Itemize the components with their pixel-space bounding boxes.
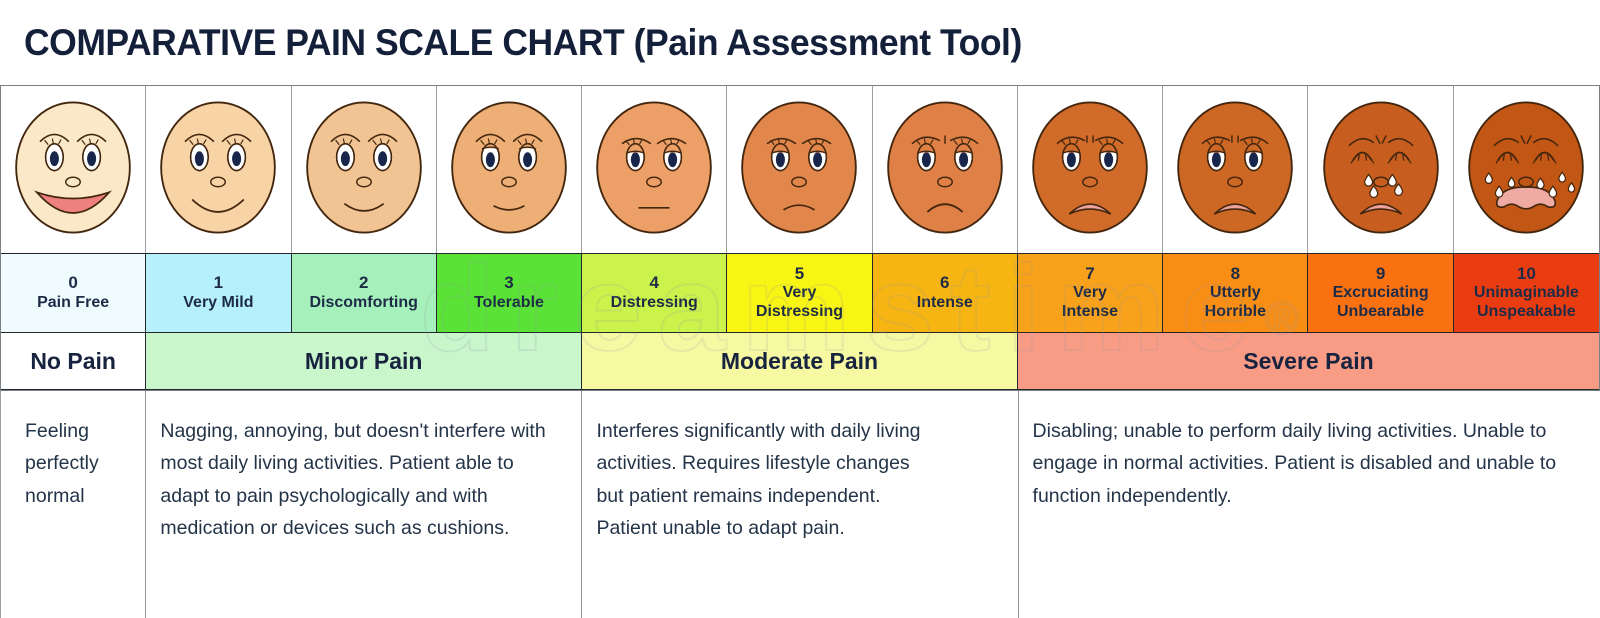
category-cell-severe-pain: Severe Pain [1017, 333, 1599, 389]
page-title: COMPARATIVE PAIN SCALE CHART (Pain Asses… [24, 21, 1022, 63]
face-neutral-icon [592, 97, 716, 243]
level-label: Unimaginable Unspeakable [1473, 284, 1579, 321]
level-label: Very Mild [183, 293, 254, 311]
face-cell-6 [873, 86, 1018, 253]
face-wailing-icon [1464, 97, 1588, 243]
category-label: Severe Pain [1243, 347, 1374, 374]
face-soft-smile-icon [302, 97, 426, 243]
level-label: Excruciating Unbearable [1332, 284, 1429, 321]
level-number: 6 [940, 273, 950, 293]
level-number: 1 [213, 273, 224, 293]
description-text: Disabling; unable to perform daily livin… [1032, 420, 1557, 507]
category-cell-no-pain: No Pain [1, 333, 147, 389]
face-cell-8 [1163, 86, 1309, 253]
level-label: Discomforting [309, 293, 418, 311]
category-label: Minor Pain [304, 347, 423, 374]
category-cell-moderate-pain: Moderate Pain [582, 333, 1018, 389]
level-number: 4 [649, 273, 659, 293]
face-cell-9 [1308, 86, 1454, 253]
face-big-smile-icon [11, 97, 135, 243]
face-cell-2 [292, 86, 437, 253]
level-label: Very Distressing [755, 284, 844, 321]
level-number: 5 [794, 263, 805, 283]
level-number: 7 [1085, 263, 1095, 283]
category-label: Moderate Pain [720, 347, 879, 374]
level-number: 0 [68, 273, 78, 293]
face-cell-4 [582, 86, 728, 253]
description-row: Feeling perfectly normal Nagging, annoyin… [0, 391, 1600, 618]
face-open-frown-icon [1173, 97, 1297, 243]
faces-row [1, 86, 1599, 253]
face-cell-3 [437, 86, 583, 253]
face-content-icon [447, 97, 571, 243]
description-cell-1: Nagging, annoying, but doesn't interfere… [146, 391, 583, 618]
level-number: 9 [1375, 263, 1386, 283]
header: COMPARATIVE PAIN SCALE CHART (Pain Asses… [0, 0, 1600, 85]
face-cell-0 [1, 86, 147, 253]
description-text: Feeling perfectly normal [25, 420, 99, 507]
face-cell-10 [1454, 86, 1599, 253]
face-slight-frown-icon [737, 97, 861, 243]
face-cell-1 [146, 86, 292, 253]
face-cell-5 [727, 86, 873, 253]
category-cell-minor-pain: Minor Pain [146, 333, 583, 389]
description-text: Nagging, annoying, but doesn't interfere… [160, 420, 546, 540]
description-cell-0: Feeling perfectly normal [1, 391, 147, 618]
category-row: No Pain Minor Pain Moderate Pain Severe Pai… [1, 333, 1599, 390]
level-label: Pain Free [37, 293, 110, 311]
level-number: 10 [1516, 263, 1536, 283]
level-label: Intense [916, 293, 973, 311]
level-label: Very Intense [1062, 284, 1119, 321]
category-label: No Pain [30, 347, 116, 374]
description-cell-3: Disabling; unable to perform daily livin… [1019, 391, 1600, 618]
level-label: Tolerable [473, 293, 544, 311]
face-crying-icon [1319, 97, 1443, 243]
level-label: Distressing [610, 293, 698, 311]
level-label: Utterly Horrible [1204, 284, 1266, 321]
description-text: Interferes significantly with daily livi… [596, 420, 921, 540]
face-smile-icon [156, 97, 280, 243]
description-cell-2: Interferes significantly with daily livi… [582, 391, 1019, 618]
face-frown-icon [883, 97, 1007, 243]
face-cell-7 [1018, 86, 1164, 253]
level-number: 2 [358, 273, 369, 293]
face-open-frown-icon [1028, 97, 1152, 243]
level-number: 3 [504, 273, 514, 293]
level-number: 8 [1230, 263, 1241, 283]
